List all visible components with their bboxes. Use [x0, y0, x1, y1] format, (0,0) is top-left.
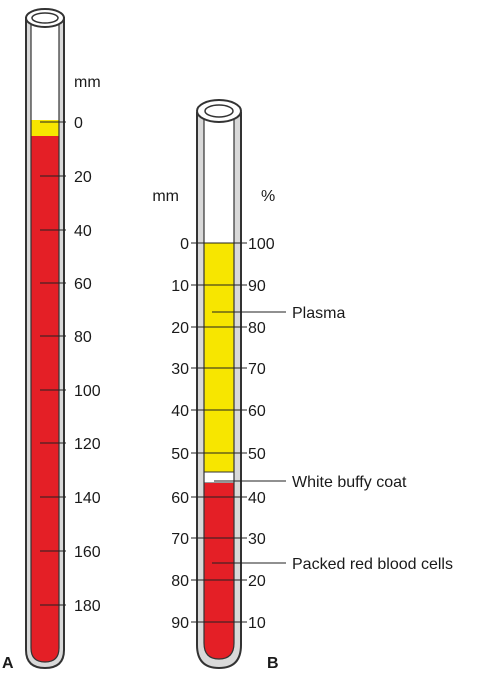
tube-b-mm-label: 0: [180, 236, 189, 253]
tube-b-mm-label: 50: [171, 446, 189, 463]
tube-b-mm-label: 30: [171, 361, 189, 378]
tube-b-percent-label: 60: [248, 403, 266, 420]
tube-b-percent-label: 20: [248, 573, 266, 590]
red-cells-callout-label: Packed red blood cells: [292, 556, 453, 573]
panel-label-b: B: [267, 655, 279, 672]
tube-b-percent-label: 100: [248, 236, 275, 253]
tube-b-percent-label: 80: [248, 320, 266, 337]
tube-b-percent-label: 70: [248, 361, 266, 378]
tube-b: mm % 0 10 20 30 40 50 60 70 80 90 100 90…: [152, 99, 453, 672]
panel-label-a: A: [2, 655, 14, 672]
tube-b-mm-label: 40: [171, 403, 189, 420]
tube-a-tick-label: 0: [74, 115, 83, 132]
tube-a-tick-label: 40: [74, 223, 92, 240]
tube-b-percent-label: 50: [248, 446, 266, 463]
tube-b-percent-label: 40: [248, 490, 266, 507]
tube-a-plasma: [31, 120, 59, 136]
tube-a-tick-label: 20: [74, 169, 92, 186]
tube-b-mm-label: 90: [171, 615, 189, 632]
tube-a-red-cells: [31, 136, 59, 662]
tube-b-percent-label: 90: [248, 278, 266, 295]
plasma-callout-label: Plasma: [292, 305, 345, 322]
tube-b-percent-unit-label: %: [261, 188, 275, 205]
tube-a-bore: [31, 18, 59, 120]
tube-b-red-cells: [204, 483, 234, 659]
tube-a-tick-label: 140: [74, 490, 101, 507]
tube-a: mm 0 20 40 60 80 100 120 140 160 180 A: [2, 8, 101, 672]
tube-b-inner-outline: [203, 113, 235, 660]
tube-b-percent-label: 30: [248, 531, 266, 548]
tube-a-inner-outline: [30, 18, 60, 663]
tube-a-unit-label: mm: [74, 74, 101, 91]
tube-b-bore: [204, 113, 234, 243]
tube-b-mm-label: 80: [171, 573, 189, 590]
tube-b-mm-label: 10: [171, 278, 189, 295]
tube-a-tick-label: 180: [74, 598, 101, 615]
tube-b-mm-unit-label: mm: [152, 188, 179, 205]
tube-a-opening: [31, 12, 59, 24]
tube-b-mm-label: 60: [171, 490, 189, 507]
tube-a-tick-label: 100: [74, 383, 101, 400]
tube-b-plasma: [204, 243, 234, 472]
tube-a-tick-label: 60: [74, 276, 92, 293]
tube-b-opening: [204, 104, 234, 118]
tube-b-mm-label: 20: [171, 320, 189, 337]
tube-b-mm-label: 70: [171, 531, 189, 548]
tube-a-tick-label: 120: [74, 436, 101, 453]
tube-b-percent-label: 10: [248, 615, 266, 632]
tube-a-tick-label: 80: [74, 329, 92, 346]
tube-a-tick-label: 160: [74, 544, 101, 561]
buffy-coat-callout-label: White buffy coat: [292, 474, 407, 491]
